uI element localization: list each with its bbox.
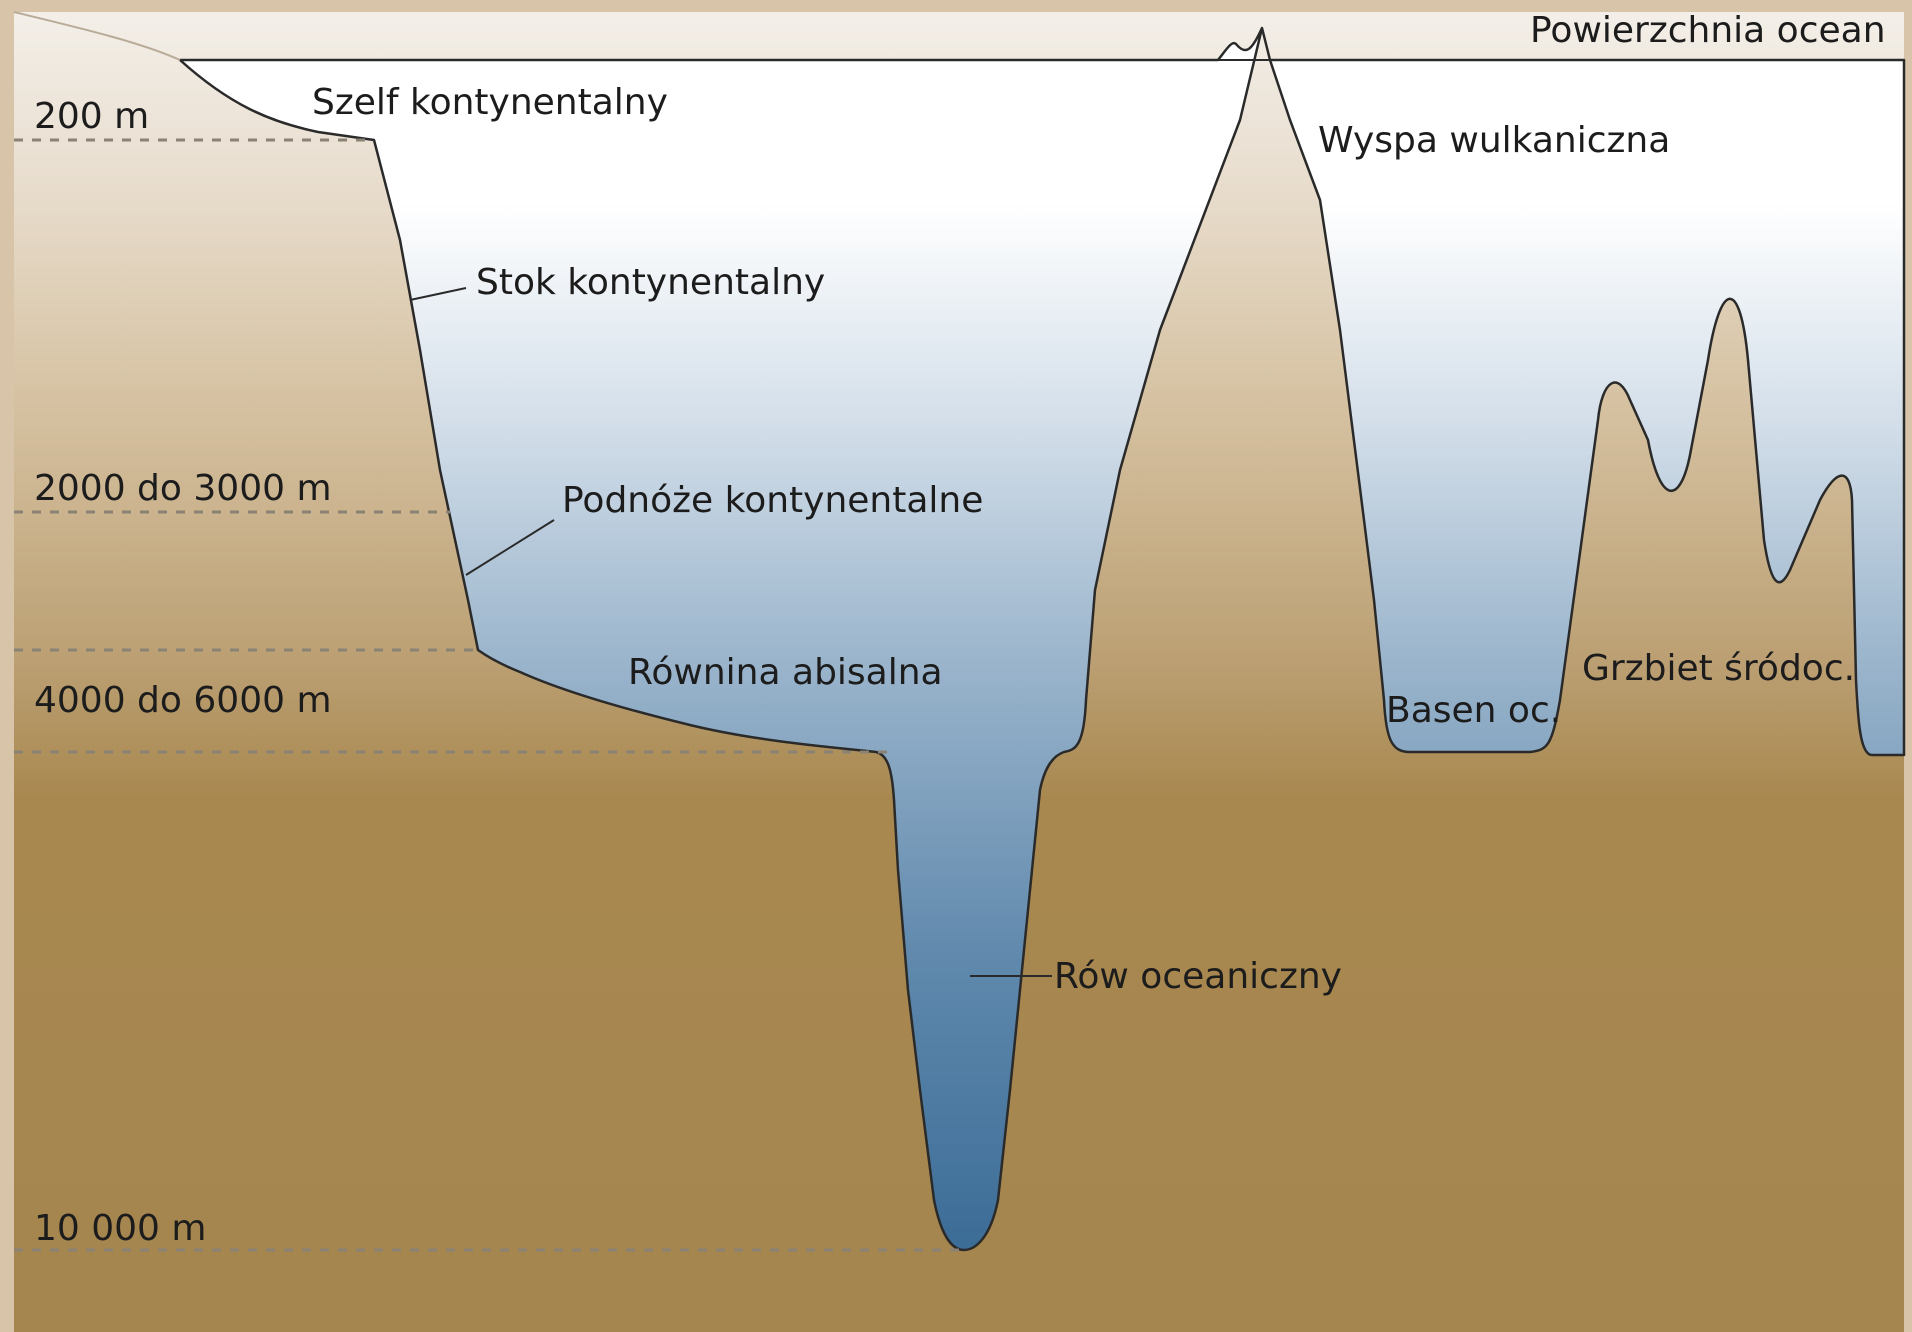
label-oceanic-trench: Rów oceaniczny (1054, 956, 1342, 997)
depth-label-4000-6000: 4000 do 6000 m (34, 680, 332, 721)
label-continental-rise: Podnóże kontynentalne (562, 480, 983, 521)
label-continental-shelf: Szelf kontynentalny (312, 82, 668, 123)
label-mid-ocean-ridge: Grzbiet śródoc. (1582, 648, 1855, 689)
label-continental-slope: Stok kontynentalny (476, 262, 825, 303)
depth-label-2000-3000: 2000 do 3000 m (34, 468, 332, 509)
label-abyssal-plain: Równina abisalna (628, 652, 943, 693)
label-ocean-basin: Basen oc. (1386, 690, 1561, 731)
label-volcanic-island: Wyspa wulkaniczna (1318, 120, 1670, 161)
depth-label-10000: 10 000 m (34, 1208, 206, 1249)
label-ocean-surface: Powierzchnia ocean (1530, 10, 1886, 51)
depth-label-200: 200 m (34, 96, 149, 137)
